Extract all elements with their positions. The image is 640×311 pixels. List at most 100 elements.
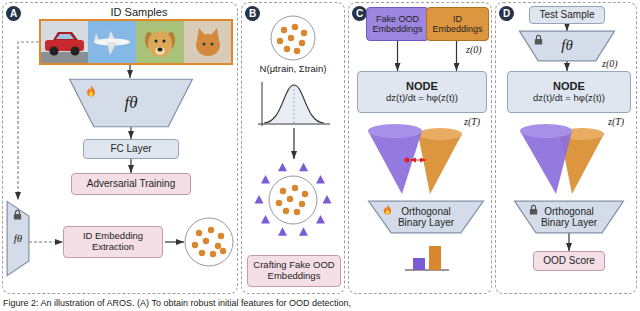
cat-photo [196, 34, 220, 56]
cat-photo [202, 42, 205, 45]
embedding-cluster [185, 218, 233, 266]
box-text: Orthogonal Binary Layer [391, 206, 461, 229]
frozen-icon [15, 210, 19, 214]
panel-frame: AID SamplesfθFC LayerAdversarial Trainin… [2, 2, 238, 294]
dashed-flow-line [18, 42, 39, 200]
fake-ood-cluster [283, 208, 289, 214]
ood-cone [368, 124, 422, 194]
embedding-cluster [301, 30, 307, 36]
box-text: FC Layer [110, 143, 151, 155]
ood-cone [368, 131, 422, 194]
trainable-icon [382, 204, 393, 215]
embedding-cluster [208, 227, 214, 233]
arrow-connector [568, 233, 569, 251]
airplane-photo [88, 21, 136, 63]
dog-photo [155, 47, 165, 55]
id-cone [418, 128, 462, 140]
gaussian-plot [294, 85, 295, 123]
frozen-icon [535, 39, 542, 45]
box-text: NODE [406, 80, 438, 93]
cat-photo [210, 42, 213, 45]
encoder-trapezoid: fθ [519, 31, 615, 61]
trainable-icon [85, 85, 97, 97]
gaussian-plot [258, 124, 330, 125]
frozen-icon [533, 34, 544, 45]
trainable-icon [386, 210, 390, 215]
embedding-cluster [185, 218, 233, 266]
fake-ood-cluster [276, 200, 282, 206]
fake-ood-cluster [302, 191, 308, 197]
embedding-cluster [271, 16, 315, 60]
image-strip-frame [40, 20, 232, 64]
embedding-cluster [277, 38, 283, 44]
input-box: Test Sample [529, 6, 605, 24]
car-photo [71, 47, 80, 56]
process-box: Adversarial Training [71, 173, 191, 195]
gaussian-plot [264, 85, 324, 123]
frozen-icon [531, 205, 535, 209]
frozen-icon [528, 204, 539, 215]
distribution-label: N(μtrain, Σtrain) [246, 64, 340, 75]
fake-ood-cluster [299, 201, 305, 207]
figure-caption: Figure 2: An illustration of AROS. (A) T… [3, 298, 351, 308]
embedding-cluster [192, 242, 198, 248]
box-text: fθ [124, 93, 137, 113]
car-photo [41, 21, 88, 63]
id-cone [418, 128, 462, 194]
process-box: Crafting Fake OOD Embeddings [247, 255, 341, 287]
ood-cone [368, 124, 422, 138]
shape-outline [519, 31, 614, 61]
box-text: Orthogonal Binary Layer [536, 206, 602, 229]
car-photo [53, 32, 78, 40]
car-photo [56, 34, 74, 39]
layer-box: FC Layer [83, 139, 179, 159]
embedding-box: ID Embeddings [426, 7, 489, 41]
dog-photo [163, 40, 166, 43]
arrow-connector [130, 127, 131, 139]
flow-arrow [293, 128, 294, 159]
trainable-icon [384, 204, 391, 214]
dog-photo [136, 21, 184, 63]
frozen-icon [12, 209, 23, 220]
car-photo [50, 47, 59, 56]
score-bars [405, 246, 449, 270]
cat-photo [184, 21, 231, 63]
score-bars [413, 258, 425, 270]
box-text: fθ [14, 232, 22, 245]
frozen-icon [14, 214, 21, 220]
embedding-cluster [284, 46, 290, 52]
arrow-connector [29, 241, 63, 242]
airplane-photo [107, 42, 117, 55]
process-box: ID Embedding Extraction [63, 226, 163, 258]
frozen-encoder: fθ [7, 201, 29, 276]
embedding-cluster [199, 250, 205, 256]
sample-dot [405, 158, 410, 163]
box-text: ID Embeddings [431, 14, 484, 35]
score-bars [405, 270, 449, 271]
ood-cone [520, 124, 572, 138]
panel-letter: B [245, 6, 260, 21]
cat-photo [207, 49, 209, 51]
embedding-cluster [288, 35, 294, 41]
dog-photo [148, 31, 172, 57]
dog-photo [158, 48, 163, 52]
arrow-connector [130, 159, 131, 173]
frozen-icon [530, 209, 537, 215]
gaussian-plot [258, 82, 330, 126]
id-cone [418, 134, 462, 194]
fake-ood-cluster [255, 163, 332, 236]
box-text: OOD Score [543, 255, 595, 267]
panel-letter: A [6, 6, 21, 21]
node-box: NODEdz(t)/dt = hφ(z(t)) [507, 71, 631, 113]
box-text: Crafting Fake OOD Embeddings [252, 260, 336, 282]
car-photo [41, 21, 88, 63]
embedding-cluster [299, 40, 305, 46]
trainable-icon [89, 91, 93, 96]
score-box: OOD Score [533, 251, 605, 271]
dog-photo [136, 21, 184, 63]
box-text: Fake OOD Embeddings [371, 14, 424, 35]
arrow-connector [566, 24, 567, 31]
shape-outline [369, 201, 484, 233]
equation-text: dz(t)/dt = hφ(z(t)) [533, 93, 605, 104]
flow-arrow [165, 241, 184, 242]
